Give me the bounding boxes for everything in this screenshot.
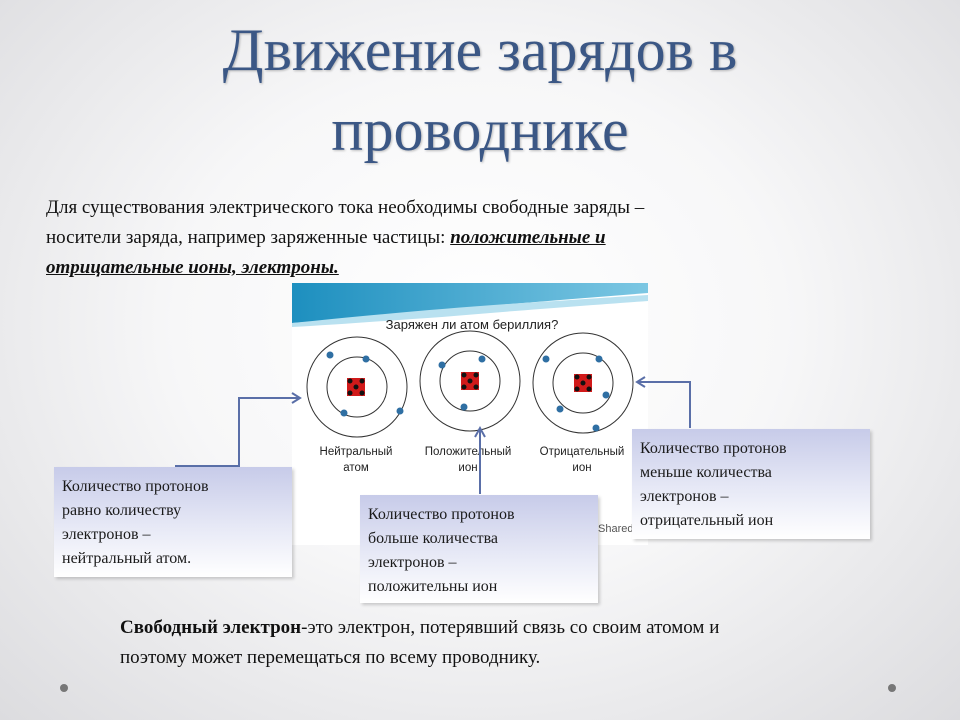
- callout-positive-line-3: электронов –: [368, 554, 457, 571]
- arrowhead-neutral: [291, 392, 302, 404]
- definition-line-2: поэтому может перемещаться по всему пров…: [120, 647, 541, 668]
- atoms-diagram: Заряжен ли атом бериллия? Нейтральный ат…: [292, 283, 648, 535]
- decorative-dot-left: [60, 684, 68, 692]
- atom-label-neutral-1: Нейтральный: [320, 446, 393, 458]
- free-electron-definition: Свободный электрон-это электрон, потеряв…: [120, 613, 900, 673]
- atom-positive: [419, 330, 521, 432]
- atom-label-positive-2: ион: [458, 462, 477, 474]
- callout-negative-line-2: меньше количества: [640, 464, 772, 481]
- header-wave-light: [292, 295, 648, 327]
- title-line-2: проводнике: [331, 97, 629, 163]
- atom-label-positive-1: Положительный: [425, 446, 512, 458]
- atom-label-negative-2: ион: [572, 462, 591, 474]
- intro-paragraph: Для существования электрического тока не…: [46, 193, 846, 283]
- atom-label-neutral-2: атом: [343, 462, 369, 474]
- decorative-dot-right: [888, 684, 896, 692]
- callout-negative-ion: Количество протонов меньше количества эл…: [632, 429, 870, 539]
- callout-neutral-line-2: равно количеству: [62, 502, 182, 519]
- arrowhead-negative: [635, 376, 646, 388]
- callout-negative-line-3: электронов –: [640, 488, 729, 505]
- slide-title: Движение зарядов в проводнике: [0, 10, 960, 170]
- arrowhead-positive: [474, 425, 486, 438]
- connector-negative: [638, 381, 691, 428]
- figure-watermark: Shared: [598, 523, 633, 535]
- definition-text: -это электрон, потерявший связь со своим…: [301, 617, 720, 638]
- intro-line-2: носители заряда, например заряженные час…: [46, 223, 846, 253]
- atom-label-negative-1: Отрицательный: [540, 446, 625, 458]
- callout-negative-line-4: отрицательный ион: [640, 512, 774, 529]
- intro-line-1: Для существования электрического тока не…: [46, 197, 645, 218]
- atom-neutral: [306, 336, 408, 438]
- callout-neutral-line-3: электронов –: [62, 526, 151, 543]
- intro-line-3: отрицательные ионы, электроны.: [46, 253, 846, 283]
- callout-negative-line-1: Количество протонов: [640, 440, 787, 457]
- title-line-1: Движение зарядов в: [222, 17, 738, 83]
- callout-positive-line-4: положительны ион: [368, 578, 498, 595]
- definition-term: Свободный электрон: [120, 617, 302, 638]
- callout-neutral-atom: Количество протонов равно количеству эле…: [54, 467, 292, 577]
- atom-negative: [532, 332, 634, 434]
- header-wave-dark: [292, 283, 648, 323]
- intro-line-2-plain: носители заряда, например заряженные час…: [46, 227, 451, 248]
- figure-question: Заряжен ли атом бериллия?: [386, 317, 559, 332]
- definition-line-1: Свободный электрон-это электрон, потеряв…: [120, 613, 900, 643]
- intro-emphasis-negative: отрицательные ионы, электроны.: [46, 257, 339, 278]
- callout-positive-line-2: больше количества: [368, 530, 499, 547]
- callout-neutral-line-1: Количество протонов: [62, 478, 209, 495]
- callout-neutral-line-4: нейтральный атом.: [62, 550, 192, 567]
- intro-emphasis-positive: положительные и: [450, 227, 606, 248]
- callout-positive-ion: Количество протонов больше количества эл…: [360, 495, 598, 603]
- callout-positive-line-1: Количество протонов: [368, 506, 515, 523]
- connector-neutral: [175, 397, 298, 467]
